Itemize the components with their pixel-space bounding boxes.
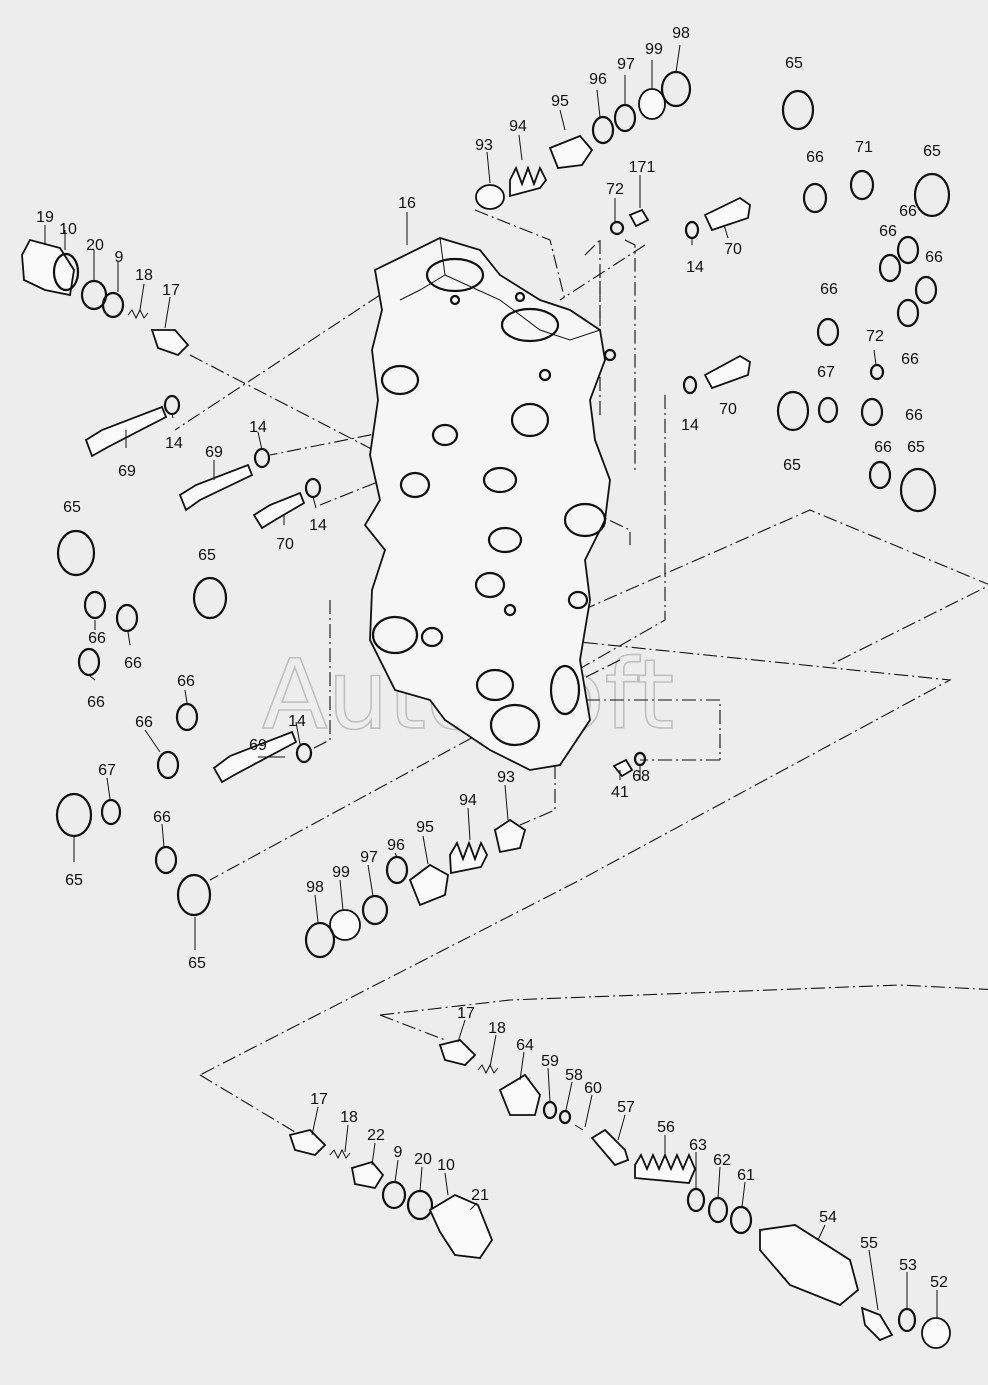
label-58: 58	[565, 1067, 583, 1084]
label-14: 14	[165, 435, 183, 452]
label-21: 21	[471, 1187, 489, 1204]
label-96: 96	[589, 71, 607, 88]
lower-left-cartridge	[288, 1129, 494, 1259]
label-65: 65	[63, 499, 81, 516]
label-69: 69	[205, 444, 223, 461]
label-64: 64	[516, 1037, 534, 1054]
label-72: 72	[866, 328, 884, 345]
leader-lines	[44, 44, 938, 1318]
label-65: 65	[923, 143, 941, 160]
bolts	[84, 196, 751, 784]
label-69: 69	[118, 463, 136, 480]
label-95: 95	[551, 93, 569, 110]
label-65: 65	[65, 872, 83, 889]
valve-body	[363, 237, 617, 771]
label-41: 41	[611, 784, 629, 801]
label-17: 17	[457, 1005, 475, 1022]
lower-spool-stack	[304, 818, 527, 959]
upper-spool-stack	[475, 70, 692, 210]
label-14: 14	[309, 517, 327, 534]
label-17: 17	[162, 282, 180, 299]
label-98: 98	[672, 25, 690, 42]
label-93: 93	[475, 137, 493, 154]
label-65: 65	[188, 955, 206, 972]
left-upper-cartridge	[21, 238, 190, 357]
label-67: 67	[817, 364, 835, 381]
label-66: 66	[899, 203, 917, 220]
label-171: 171	[629, 159, 656, 176]
label-93: 93	[497, 769, 515, 786]
label-16: 16	[398, 195, 416, 212]
label-65: 65	[785, 55, 803, 72]
label-55: 55	[860, 1235, 878, 1252]
label-63: 63	[689, 1137, 707, 1154]
label-18: 18	[135, 267, 153, 284]
label-61: 61	[737, 1167, 755, 1184]
label-66: 66	[905, 407, 923, 424]
label-68: 68	[632, 768, 650, 785]
label-97: 97	[617, 56, 635, 73]
label-70: 70	[276, 536, 294, 553]
label-66: 66	[820, 281, 838, 298]
label-65: 65	[907, 439, 925, 456]
label-66: 66	[879, 223, 897, 240]
label-66: 66	[153, 809, 171, 826]
lower-right-relief-valve	[438, 1039, 951, 1349]
label-97: 97	[360, 849, 378, 866]
label-66: 66	[87, 694, 105, 711]
label-59: 59	[541, 1053, 559, 1070]
label-70: 70	[719, 401, 737, 418]
label-67: 67	[98, 762, 116, 779]
label-9: 9	[115, 249, 124, 266]
label-54: 54	[819, 1209, 837, 1226]
plug-41-68	[612, 751, 647, 778]
label-18: 18	[488, 1020, 506, 1037]
label-66: 66	[88, 630, 106, 647]
label-19: 19	[36, 209, 54, 226]
label-66: 66	[874, 439, 892, 456]
label-60: 60	[584, 1080, 602, 1097]
label-66: 66	[901, 351, 919, 368]
label-18: 18	[340, 1109, 358, 1126]
label-99: 99	[332, 864, 350, 881]
label-62: 62	[713, 1152, 731, 1169]
label-10: 10	[437, 1157, 455, 1174]
label-52: 52	[930, 1274, 948, 1291]
label-66: 66	[124, 655, 142, 672]
label-65: 65	[783, 457, 801, 474]
label-22: 22	[367, 1127, 385, 1144]
label-14: 14	[288, 713, 306, 730]
part-labels: 19 10 20 9 18 17 16 93 94 95 96 97 99 98…	[36, 25, 948, 1291]
label-66: 66	[177, 673, 195, 690]
label-14: 14	[249, 419, 267, 436]
label-94: 94	[509, 118, 527, 135]
label-99: 99	[645, 41, 663, 58]
label-66: 66	[135, 714, 153, 731]
label-20: 20	[86, 237, 104, 254]
right-o-rings	[776, 89, 951, 513]
label-94: 94	[459, 792, 477, 809]
label-20: 20	[414, 1151, 432, 1168]
label-72: 72	[606, 181, 624, 198]
label-71: 71	[855, 139, 873, 156]
label-14: 14	[681, 417, 699, 434]
label-17: 17	[310, 1091, 328, 1108]
left-o-rings	[55, 529, 228, 917]
label-9: 9	[394, 1144, 403, 1161]
label-96: 96	[387, 837, 405, 854]
label-66: 66	[806, 149, 824, 166]
label-70: 70	[724, 241, 742, 258]
label-10: 10	[59, 221, 77, 238]
label-95: 95	[416, 819, 434, 836]
label-57: 57	[617, 1099, 635, 1116]
label-65: 65	[198, 547, 216, 564]
label-69: 69	[249, 737, 267, 754]
label-14: 14	[686, 259, 704, 276]
label-53: 53	[899, 1257, 917, 1274]
label-56: 56	[657, 1119, 675, 1136]
label-66: 66	[925, 249, 943, 266]
label-98: 98	[306, 879, 324, 896]
